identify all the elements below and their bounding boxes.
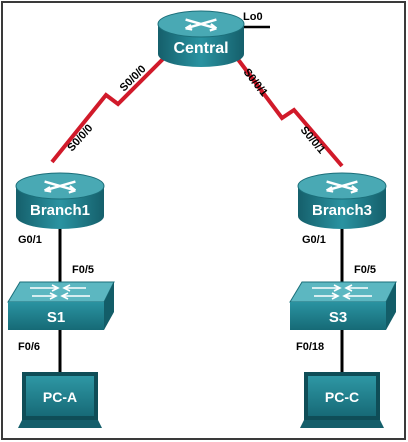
serial-link-central-branch3 — [232, 52, 344, 168]
router-label: Branch3 — [312, 202, 372, 219]
interface-label-s1-f06: F0/6 — [18, 341, 40, 353]
pc-c[interactable]: PC-C — [300, 372, 384, 428]
router-central[interactable]: Central — [157, 10, 245, 67]
pc-icon — [300, 372, 384, 428]
router-icon — [15, 172, 105, 229]
serial-link-central-branch1 — [50, 52, 170, 164]
interface-label-branch3-g01: G0/1 — [302, 234, 326, 246]
switch-label: S3 — [329, 309, 347, 326]
pc-a[interactable]: PC-A — [18, 372, 102, 428]
switch-icon — [7, 281, 115, 330]
interface-label-s1-f05: F0/5 — [72, 264, 94, 276]
switch-s1[interactable]: S1 — [7, 281, 115, 330]
interface-label-central-lo0: Lo0 — [243, 11, 263, 23]
router-icon — [297, 172, 387, 229]
router-icon — [157, 10, 245, 67]
interface-label-s3-f05: F0/5 — [354, 264, 376, 276]
pc-icon — [18, 372, 102, 428]
switch-label: S1 — [47, 309, 65, 326]
pc-label: PC-C — [325, 389, 359, 405]
interface-label-branch1-g01: G0/1 — [18, 234, 42, 246]
switch-s3[interactable]: S3 — [289, 281, 397, 330]
pc-label: PC-A — [43, 389, 77, 405]
switch-icon — [289, 281, 397, 330]
interface-label-s3-f018: F0/18 — [296, 341, 324, 353]
router-branch3[interactable]: Branch3 — [297, 172, 387, 229]
router-branch1[interactable]: Branch1 — [15, 172, 105, 229]
router-label: Branch1 — [30, 202, 90, 219]
router-label: Central — [173, 40, 228, 57]
